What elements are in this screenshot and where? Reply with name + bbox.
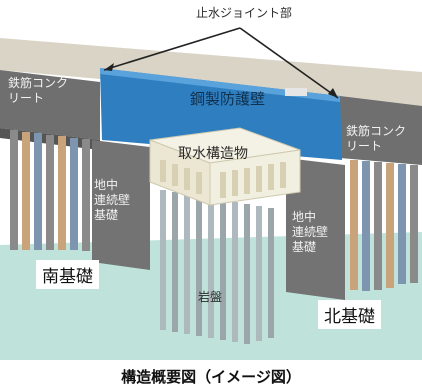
- south-foundation-label: 南基礎: [36, 260, 99, 289]
- callout-arrow-right: [239, 27, 339, 99]
- left-diaphragm-wall: [92, 140, 150, 270]
- center-piles: [160, 190, 274, 344]
- bedrock-label: 岩盤: [198, 290, 223, 304]
- steel-wall-top: [100, 68, 340, 102]
- north-foundation-label: 北基礎: [318, 300, 381, 329]
- intake-label: 取水構造物: [178, 146, 248, 162]
- right-diaphragm-wall: [286, 158, 345, 300]
- steel-wall-label: 鋼製防護壁: [190, 90, 266, 108]
- intake-structure: [149, 127, 301, 206]
- right-wall-foundation-label: 地中 連続壁 基礎: [292, 210, 329, 254]
- right-concrete-label: 鉄筋コンク リート: [346, 124, 407, 153]
- callout-arrow-left: [103, 27, 241, 71]
- right-piles: [350, 160, 418, 291]
- wall-hatch: [285, 88, 307, 96]
- diagram-caption: 構造概要図（イメージ図）: [121, 368, 301, 386]
- top-callout-label: 止水ジョイント部: [196, 6, 293, 20]
- arrowhead-right: [328, 88, 338, 98]
- right-concrete-block: [340, 96, 422, 165]
- left-wall-foundation-label: 地中 連続壁 基礎: [94, 178, 131, 222]
- left-concrete-block: [0, 70, 100, 140]
- ground-surface: [0, 38, 422, 108]
- left-piles: [10, 130, 90, 251]
- arrowhead-left: [104, 63, 114, 71]
- left-concrete-label: 鉄筋コンク リート: [8, 76, 69, 105]
